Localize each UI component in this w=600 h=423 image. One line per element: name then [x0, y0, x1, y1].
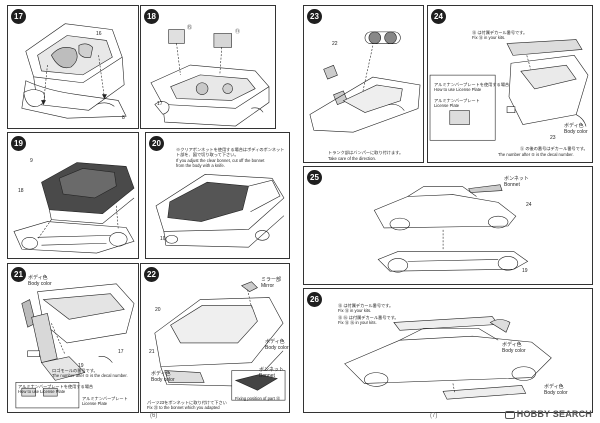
tail-lights-drawing [309, 31, 421, 133]
step-25-panel: 25 ボンネット Bonnet 24 19 [303, 166, 593, 285]
step-number: 23 [307, 9, 322, 24]
page-mark-right: (7) [430, 413, 438, 419]
note-en-1: If you adjust the clear bonnet, cut off … [176, 158, 265, 163]
decal-note-jp: ⑤ の後の番号はデカール番号です。 [520, 146, 588, 151]
kit-note-jp-2: ⑮ ⑯ は付属デカール番号です。 [338, 315, 399, 320]
side-skirt-drawing [344, 316, 552, 400]
kit-note-en-2: Fix ⑮ ⑯ in your kits. [338, 320, 377, 325]
body-color-jp: ボディ色 [28, 275, 48, 281]
step-26-panel: 26 ⑮ は付属デカール番号です。 Fix ⑮ in your kits. ⑮ … [303, 288, 593, 413]
bonnet-cut-drawing [155, 174, 285, 248]
kit-note-jp-1: ⑮ は付属デカール番号です。 [338, 303, 394, 308]
step-22-panel: 22 ミラー部 Mirror ボディ色 Body color ボディ色 Body… [140, 263, 290, 413]
decal-note-en: The number after ⑤ is the decal number. [52, 373, 128, 378]
step-number: 17 [11, 9, 26, 24]
bonnet-label-jp: ボンネット [259, 367, 284, 373]
callout-16: 16 [96, 31, 102, 37]
body-color-en-2: Body color [151, 377, 175, 383]
front-grille-drawing [15, 283, 135, 409]
step-number: 20 [149, 136, 164, 151]
body-color-en: Body color [564, 129, 588, 135]
kit-note-en: Fix ⑮ in your kits. [472, 35, 506, 40]
plate-label-en: License Plate [434, 103, 460, 108]
camera-icon [504, 410, 515, 419]
callout-18: 18 [18, 188, 24, 194]
plate-label-en: License Plate [82, 401, 108, 406]
callout-20: 20 [155, 307, 161, 313]
plate-how-jp: アルミナンバープレートを使用する場合 [18, 384, 94, 389]
fix-note-jp: パーツ23をボンネットに取り付けて下さい [147, 400, 227, 405]
interior-tub-drawing [21, 23, 127, 119]
bonnet-label-en: Bonnet [259, 373, 275, 379]
step-number: 19 [11, 136, 26, 151]
direction-note-jp: トランク部はバンパーに取り付けます。 [328, 150, 404, 155]
body-color-jp-1: ボディ色 [265, 339, 285, 345]
step-19-panel: 19 9 18 [7, 132, 139, 259]
plate-how-en: How to use License Plate [434, 87, 482, 92]
step-20-panel: 20 ※クリアボンネットを使用する場合はボディのボンネット ト部を、図で切り取っ… [145, 132, 290, 259]
step-17-panel: 17 16 8 [7, 5, 139, 129]
body-color-en-1: Body color [265, 345, 289, 351]
body-color-jp-2: ボディ色 [151, 371, 171, 377]
note-en-2: from the body with a knife. [176, 163, 225, 168]
step-number: 22 [144, 267, 159, 282]
kit-note-en-1: Fix ⑮ in your kits. [338, 308, 372, 313]
plate-how-jp: アルミナンバープレートを使用する場合 [434, 82, 510, 87]
callout-10: 10 [160, 236, 166, 242]
decal-note-jp: ロゴモールの番号です。 [52, 368, 98, 373]
body-on-chassis-drawing [13, 162, 135, 254]
step-21-panel: 21 ボディ色 Body color 17 19 ロゴモールの番号です。 The… [7, 263, 139, 413]
direction-note-en: Take care of the direction. [328, 156, 376, 161]
body-color-en-1: Body color [502, 348, 526, 354]
engine-bay-drawing [150, 29, 270, 127]
step-number: 18 [144, 9, 159, 24]
body-color-jp-2: ボディ色 [544, 384, 564, 390]
callout-17: 17 [157, 101, 163, 107]
step-18-panel: 18 ⑮ ⑪ 17 [140, 5, 276, 129]
front-view-drawing [154, 281, 286, 401]
fixing-position-note: Fixing position of part ⑬ [235, 396, 281, 401]
decal-note-en: The number after ⑤ is the decal number. [498, 152, 574, 157]
body-color-jp: ボディ色 [564, 123, 584, 129]
fix-note-en: Fix ㉓ to the bonnet which you adapted [147, 405, 220, 410]
kit-note-jp: ⑮ は付属デカール番号です。 [472, 30, 528, 35]
callout-19: 19 [522, 268, 528, 274]
note-jp-1: ※クリアボンネットを使用する場合はボディのボンネット [176, 147, 285, 152]
callout-19: 19 [78, 363, 84, 369]
mirror-label-jp: ミラー部 [261, 277, 282, 283]
plate-how-en: How to use License Plate [18, 389, 66, 394]
step-number: 26 [307, 292, 322, 307]
callout-23: 23 [550, 135, 556, 141]
body-color-en: Body color [28, 281, 52, 287]
step-number: 21 [11, 267, 26, 282]
watermark-text: HOBBY SEARCH [516, 409, 592, 419]
note-jp-2: ト部を、図で切り取って下さい。 [176, 152, 239, 157]
callout-24: 24 [526, 202, 532, 208]
rear-wing-drawing [429, 39, 589, 141]
plate-label-jp: アルミナンバープレート [434, 98, 480, 103]
bonnet-label-jp: ボンネット [504, 176, 529, 182]
body-chassis-join-drawing [373, 184, 529, 273]
callout-17: 17 [118, 349, 124, 355]
step-23-panel: 23 22 トランク部はバンパーに取り付けます。 Take care of th… [303, 5, 424, 163]
body-color-jp-1: ボディ色 [502, 342, 522, 348]
callout-9: 9 [30, 158, 33, 164]
step-24-panel: 24 ⑮ は付属デカール番号です。 Fix ⑮ in your kits. アル… [427, 5, 593, 163]
page-mark-left: (6) [150, 413, 158, 419]
bonnet-label-en: Bonnet [504, 182, 520, 188]
plate-label-jp: アルミナンバープレート [82, 396, 128, 401]
callout-15: ⑮ [187, 25, 193, 31]
callout-8: 8 [122, 115, 125, 121]
hobby-search-watermark: HOBBY SEARCH [504, 409, 592, 419]
callout-21: 21 [149, 349, 155, 355]
callout-22: 22 [332, 41, 338, 47]
callout-11: ⑪ [235, 29, 241, 35]
step-number: 25 [307, 170, 322, 185]
mirror-label-en: Mirror [261, 283, 275, 289]
step-number: 24 [431, 9, 446, 24]
body-color-en-2: Body color [544, 390, 568, 396]
